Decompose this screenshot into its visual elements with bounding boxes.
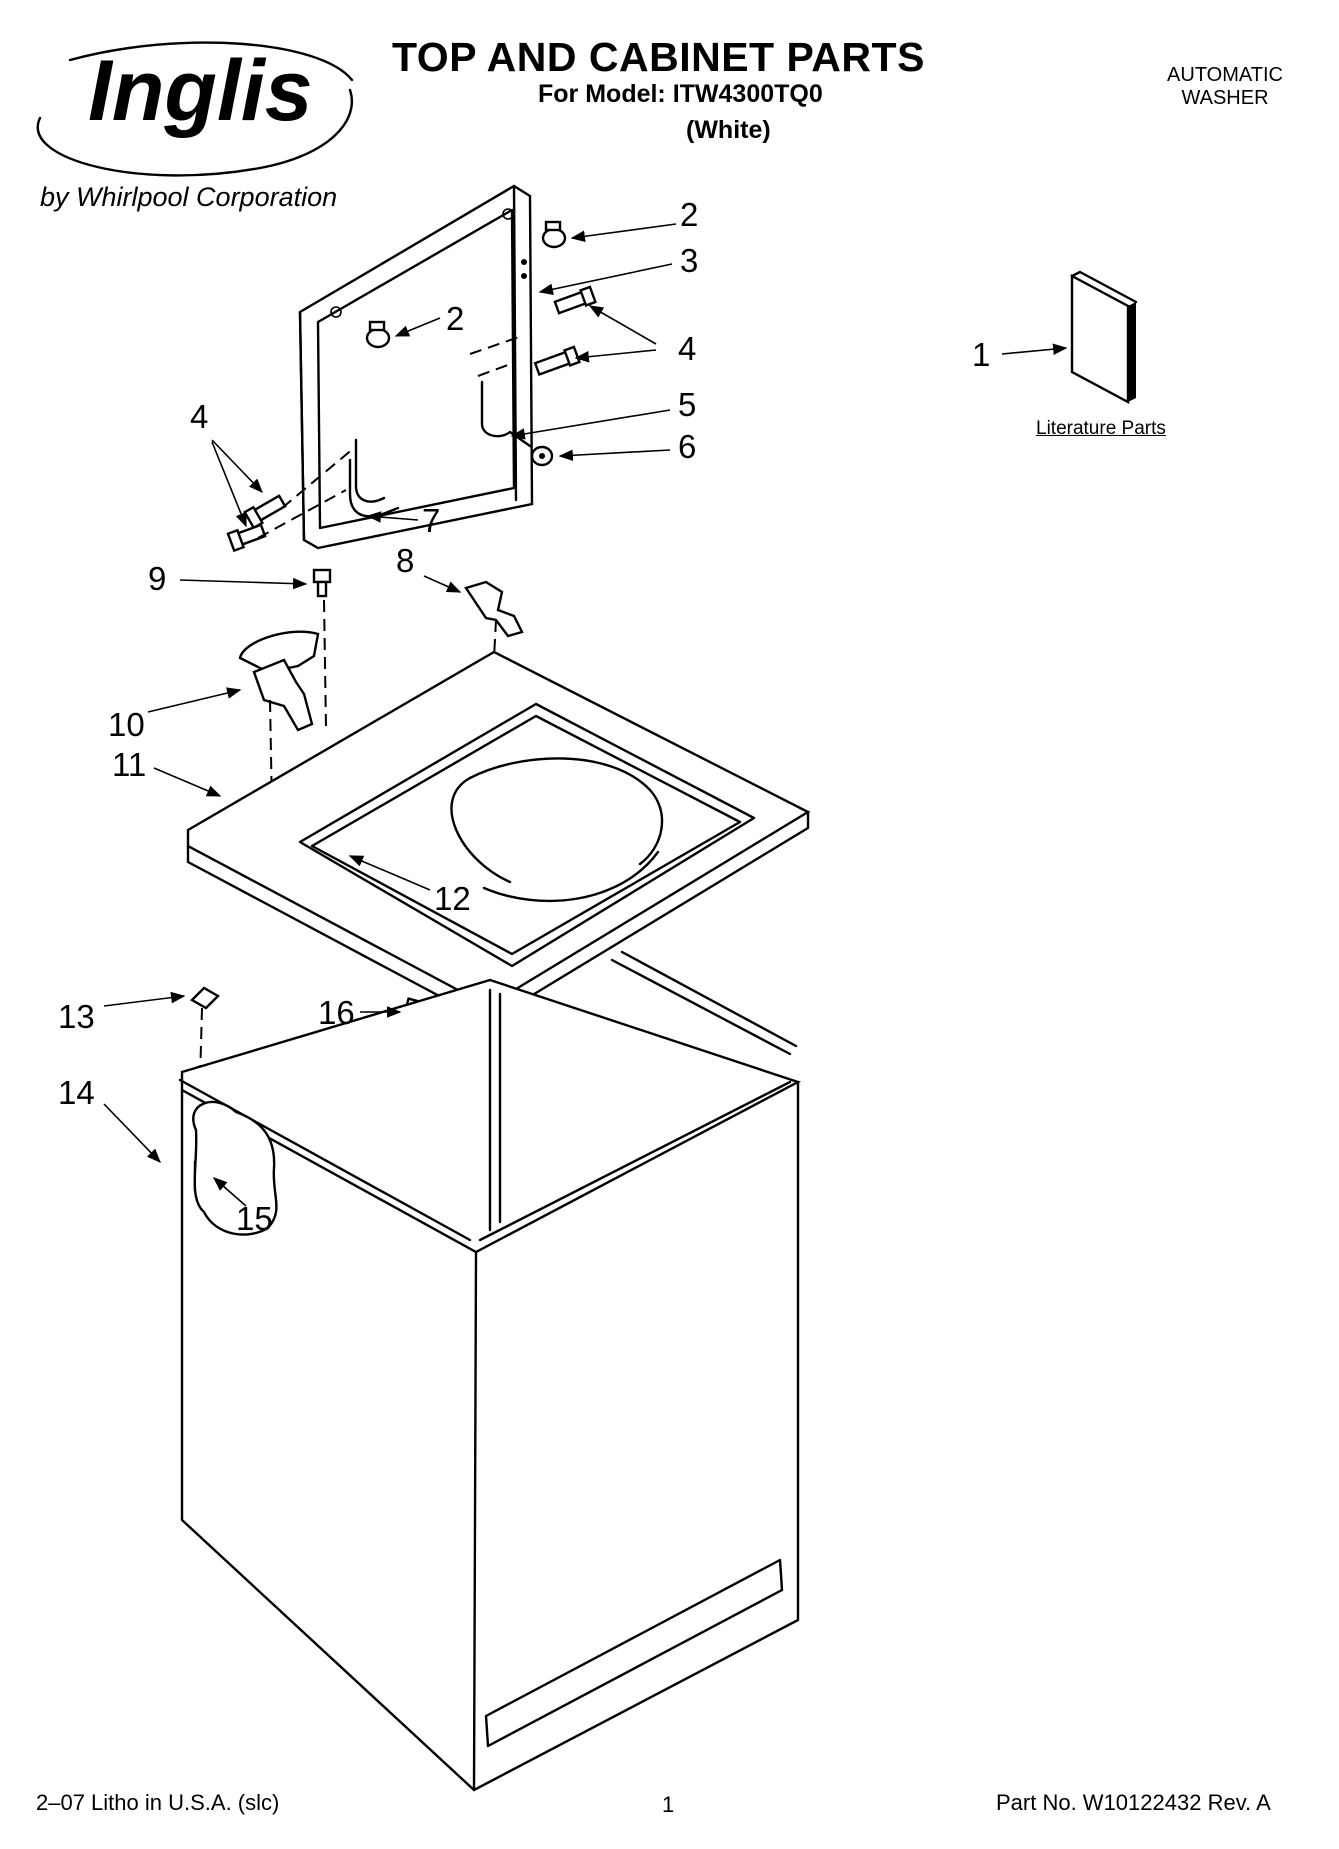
footer-part-number: Part No. W10122432 Rev. A [996, 1790, 1271, 1815]
lid-frame [298, 184, 534, 550]
callout-1: 1 [972, 336, 991, 373]
logo-swoosh [36, 41, 354, 177]
callout-12: 12 [434, 880, 471, 917]
literature-booklet [1070, 270, 1138, 405]
cabinet-top [186, 650, 811, 1024]
callout-10: 10 [108, 706, 145, 743]
byline: by Whirlpool Corporation [40, 182, 338, 212]
model-line: For Model: ITW4300TQ0 [538, 80, 823, 108]
inglis-logo: Inglis [88, 43, 313, 139]
literature-parts-label: Literature Parts [1036, 418, 1166, 439]
callout-8: 8 [396, 542, 415, 579]
hinge-rods [348, 380, 532, 518]
appliance-type-line1: AUTOMATIC [1167, 64, 1283, 86]
page-title: TOP AND CABINET PARTS [392, 34, 925, 80]
callout-4-right: 4 [678, 330, 697, 367]
callout-5: 5 [678, 386, 697, 423]
footer-print-info: 2–07 Litho in U.S.A. (slc) [36, 1790, 280, 1815]
callout-4-left: 4 [190, 398, 209, 435]
appliance-type-line2: WASHER [1181, 87, 1269, 109]
callout-13: 13 [58, 998, 95, 1035]
cabinet [178, 950, 802, 1792]
callout-14: 14 [58, 1074, 95, 1111]
logo-text: Inglis [88, 43, 313, 139]
callout-9: 9 [148, 560, 167, 597]
callout-6: 6 [678, 428, 697, 465]
leader-arrows [103, 223, 1068, 1207]
appliance-type: AUTOMATIC WASHER [1130, 64, 1320, 110]
callout-7: 7 [422, 502, 441, 539]
callout-3: 3 [680, 242, 699, 279]
callout-15: 15 [236, 1200, 273, 1237]
callout-11: 11 [112, 746, 147, 783]
callout-2-lid-bumper: 2 [680, 196, 699, 233]
callout-16: 16 [318, 994, 355, 1031]
model-variant: (White) [686, 116, 771, 144]
footer-page-number: 1 [662, 1792, 675, 1817]
callout-2-lid-bumper-lower: 2 [446, 300, 465, 337]
